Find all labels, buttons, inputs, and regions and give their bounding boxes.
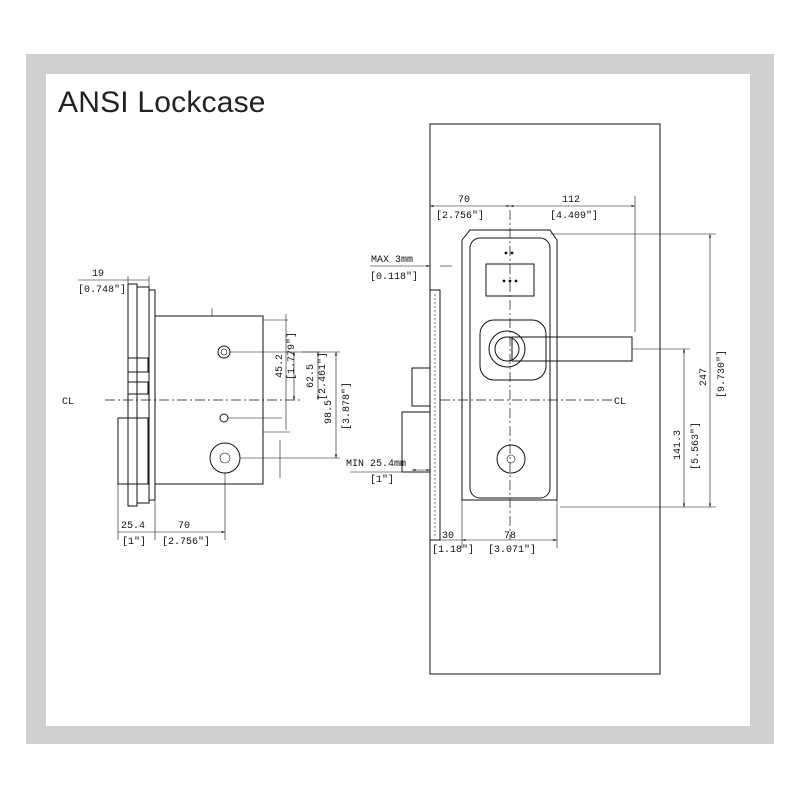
dim-62-5: 62.5 [306, 364, 317, 388]
dim-112: 112 [562, 195, 580, 206]
dim-25-4: 25.4 [121, 521, 145, 532]
dim-62-5-in: [2.461"] [317, 352, 329, 400]
dim-98-5: 98.5 [324, 400, 335, 424]
dim-45-2: 45.2 [275, 354, 286, 378]
dim-141-3-in: [5.563"] [690, 422, 702, 470]
dim-max-3mm-in: [0.118"] [370, 271, 418, 283]
lock-front-view [350, 123, 716, 675]
cl-left-label: CL [62, 397, 74, 408]
dim-78: 78 [504, 531, 516, 542]
dim-98-5-in: [3.878"] [341, 382, 353, 430]
dim-19-in: [0.748"] [78, 284, 126, 296]
dim-25-4-in: [1"] [122, 536, 146, 548]
dim-141-3: 141.3 [673, 430, 684, 460]
dim-247-in: [9.730"] [716, 350, 728, 398]
dim-112-in: [4.409"] [550, 210, 598, 222]
dim-247: 247 [699, 368, 710, 386]
dim-min-25-4: MIN 25.4mm [346, 459, 406, 470]
dim-19: 19 [92, 269, 104, 280]
page-title: ANSI Lockcase [58, 86, 266, 119]
dim-30-in: [1.18"] [432, 544, 474, 556]
dim-70-left: 70 [178, 521, 190, 532]
cl-right-label: CL [614, 397, 626, 408]
lockcase-side-view [78, 276, 340, 540]
dim-70-top-in: [2.756"] [436, 210, 484, 222]
dim-max-3mm: MAX 3mm [371, 255, 413, 266]
dim-70-left-in: [2.756"] [162, 536, 210, 548]
dim-70-top: 70 [458, 195, 470, 206]
dim-78-in: [3.071"] [488, 544, 536, 556]
dim-min-25-4-in: [1"] [370, 474, 394, 486]
dim-30: 30 [442, 531, 454, 542]
dim-45-2-in: [1.779"] [286, 332, 298, 380]
